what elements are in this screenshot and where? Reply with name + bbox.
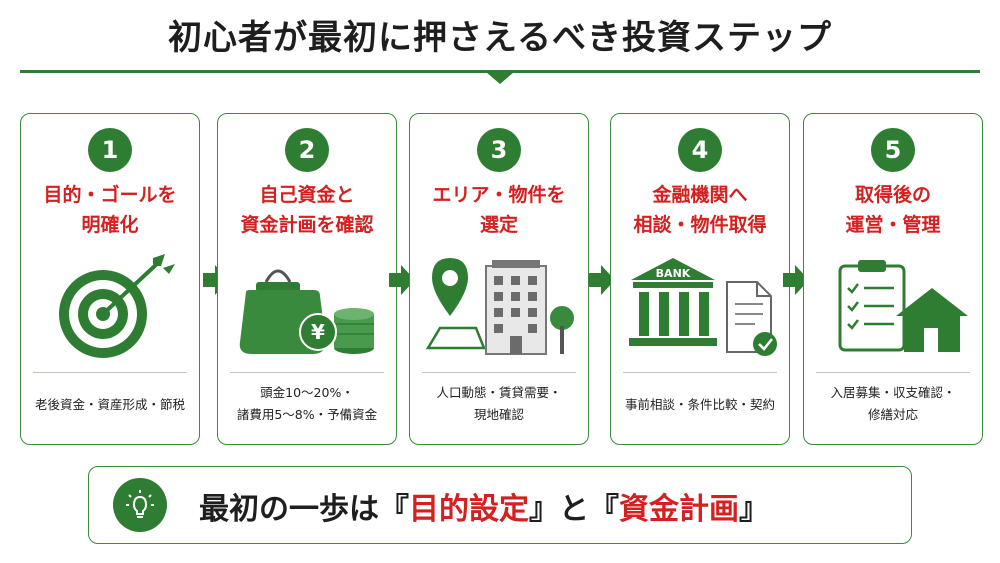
step-description-line: 修繕対応 bbox=[867, 407, 918, 422]
step-title: エリア・物件を 選定 bbox=[410, 180, 588, 240]
bracket-close: 』 bbox=[529, 492, 559, 527]
summary-banner: 最初の一歩は 『 目的設定 』 と 『 資金計画 』 bbox=[88, 466, 912, 544]
step-description-line: 人口動態・賃貸需要・ bbox=[436, 385, 562, 400]
step-description-line: 現地確認 bbox=[473, 407, 524, 422]
step-description: 事前相談・条件比較・契約 bbox=[611, 394, 789, 416]
step-title-line: 金融機関へ bbox=[652, 184, 748, 206]
step-card-2: 2 自己資金と 資金計画を確認 ¥ 頭金10〜20%・ 諸費用5〜8%・予備資金 bbox=[217, 113, 397, 445]
lightbulb-icon bbox=[113, 478, 167, 532]
step-description-line: 諸費用5〜8%・予備資金 bbox=[236, 407, 378, 422]
arrow-right-icon bbox=[203, 265, 229, 295]
target-icon bbox=[59, 254, 175, 358]
bracket-close: 』 bbox=[739, 492, 769, 527]
step-number: 4 bbox=[678, 128, 722, 172]
summary-prefix: 最初の一歩は bbox=[199, 492, 379, 527]
step-number: 3 bbox=[477, 128, 521, 172]
arrow-right-icon bbox=[389, 265, 415, 295]
step-description-line: 老後資金・資産形成・節税 bbox=[34, 397, 185, 412]
step-description-line: 頭金10〜20%・ bbox=[260, 385, 354, 400]
step-title-line: 資金計画を確認 bbox=[240, 214, 374, 236]
step-card-4: 4 金融機関へ 相談・物件取得 BANK 事前相談・条件比較・契約 bbox=[610, 113, 790, 445]
step-description-line: 入居募集・収支確認・ bbox=[830, 385, 956, 400]
step-title-line: エリア・物件を bbox=[432, 184, 566, 206]
page-title: 初心者が最初に押さえるべき投資ステップ bbox=[168, 18, 832, 58]
svg-text:¥: ¥ bbox=[311, 320, 325, 344]
summary-connector: と bbox=[559, 492, 589, 527]
location-building-icon bbox=[425, 258, 574, 355]
bracket-open: 『 bbox=[379, 492, 409, 527]
checklist-house-icon bbox=[838, 260, 968, 352]
step-title-line: 運営・管理 bbox=[845, 214, 941, 236]
divider bbox=[422, 372, 576, 373]
step-number: 2 bbox=[285, 128, 329, 172]
step-title: 自己資金と 資金計画を確認 bbox=[218, 180, 396, 240]
step-title-line: 取得後の bbox=[854, 184, 931, 206]
step-title: 取得後の 運営・管理 bbox=[804, 180, 982, 240]
step-description: 頭金10〜20%・ 諸費用5〜8%・予備資金 bbox=[218, 382, 396, 426]
step-title: 金融機関へ 相談・物件取得 bbox=[611, 180, 789, 240]
step-title-line: 明確化 bbox=[81, 214, 139, 236]
step-description: 老後資金・資産形成・節税 bbox=[21, 394, 199, 416]
step-number: 5 bbox=[871, 128, 915, 172]
wallet-coins-icon: ¥ bbox=[239, 269, 374, 354]
title-rule bbox=[20, 70, 980, 73]
summary-term-purpose: 目的設定 bbox=[409, 492, 529, 527]
divider bbox=[816, 372, 970, 373]
step-number: 1 bbox=[88, 128, 132, 172]
divider bbox=[33, 372, 187, 373]
divider bbox=[230, 372, 384, 373]
bank-label: BANK bbox=[656, 267, 691, 280]
step-description-line: 事前相談・条件比較・契約 bbox=[624, 397, 775, 412]
bracket-open: 『 bbox=[589, 492, 619, 527]
step-card-1: 1 目的・ゴールを 明確化 老後資金・資産形成・節税 bbox=[20, 113, 200, 445]
step-title-line: 目的・ゴールを bbox=[43, 184, 177, 206]
step-title-line: 相談・物件取得 bbox=[633, 214, 767, 236]
step-title-line: 自己資金と bbox=[259, 184, 355, 206]
title-notch bbox=[486, 72, 514, 84]
step-description: 入居募集・収支確認・ 修繕対応 bbox=[804, 382, 982, 426]
arrow-right-icon bbox=[589, 265, 615, 295]
step-card-3: 3 エリア・物件を 選定 人口動態・賃貸需要・ 現地確認 bbox=[409, 113, 589, 445]
divider bbox=[623, 372, 777, 373]
summary-text: 最初の一歩は 『 目的設定 』 と 『 資金計画 』 bbox=[199, 467, 769, 545]
step-description: 人口動態・賃貸需要・ 現地確認 bbox=[410, 382, 588, 426]
summary-term-funding: 資金計画 bbox=[619, 492, 739, 527]
step-title-line: 選定 bbox=[479, 214, 518, 236]
step-card-5: 5 取得後の 運営・管理 入居募集・収支確認・ 修繕対応 bbox=[803, 113, 983, 445]
arrow-right-icon bbox=[783, 265, 809, 295]
bank-document-icon: BANK bbox=[629, 258, 777, 356]
step-title: 目的・ゴールを 明確化 bbox=[21, 180, 199, 240]
